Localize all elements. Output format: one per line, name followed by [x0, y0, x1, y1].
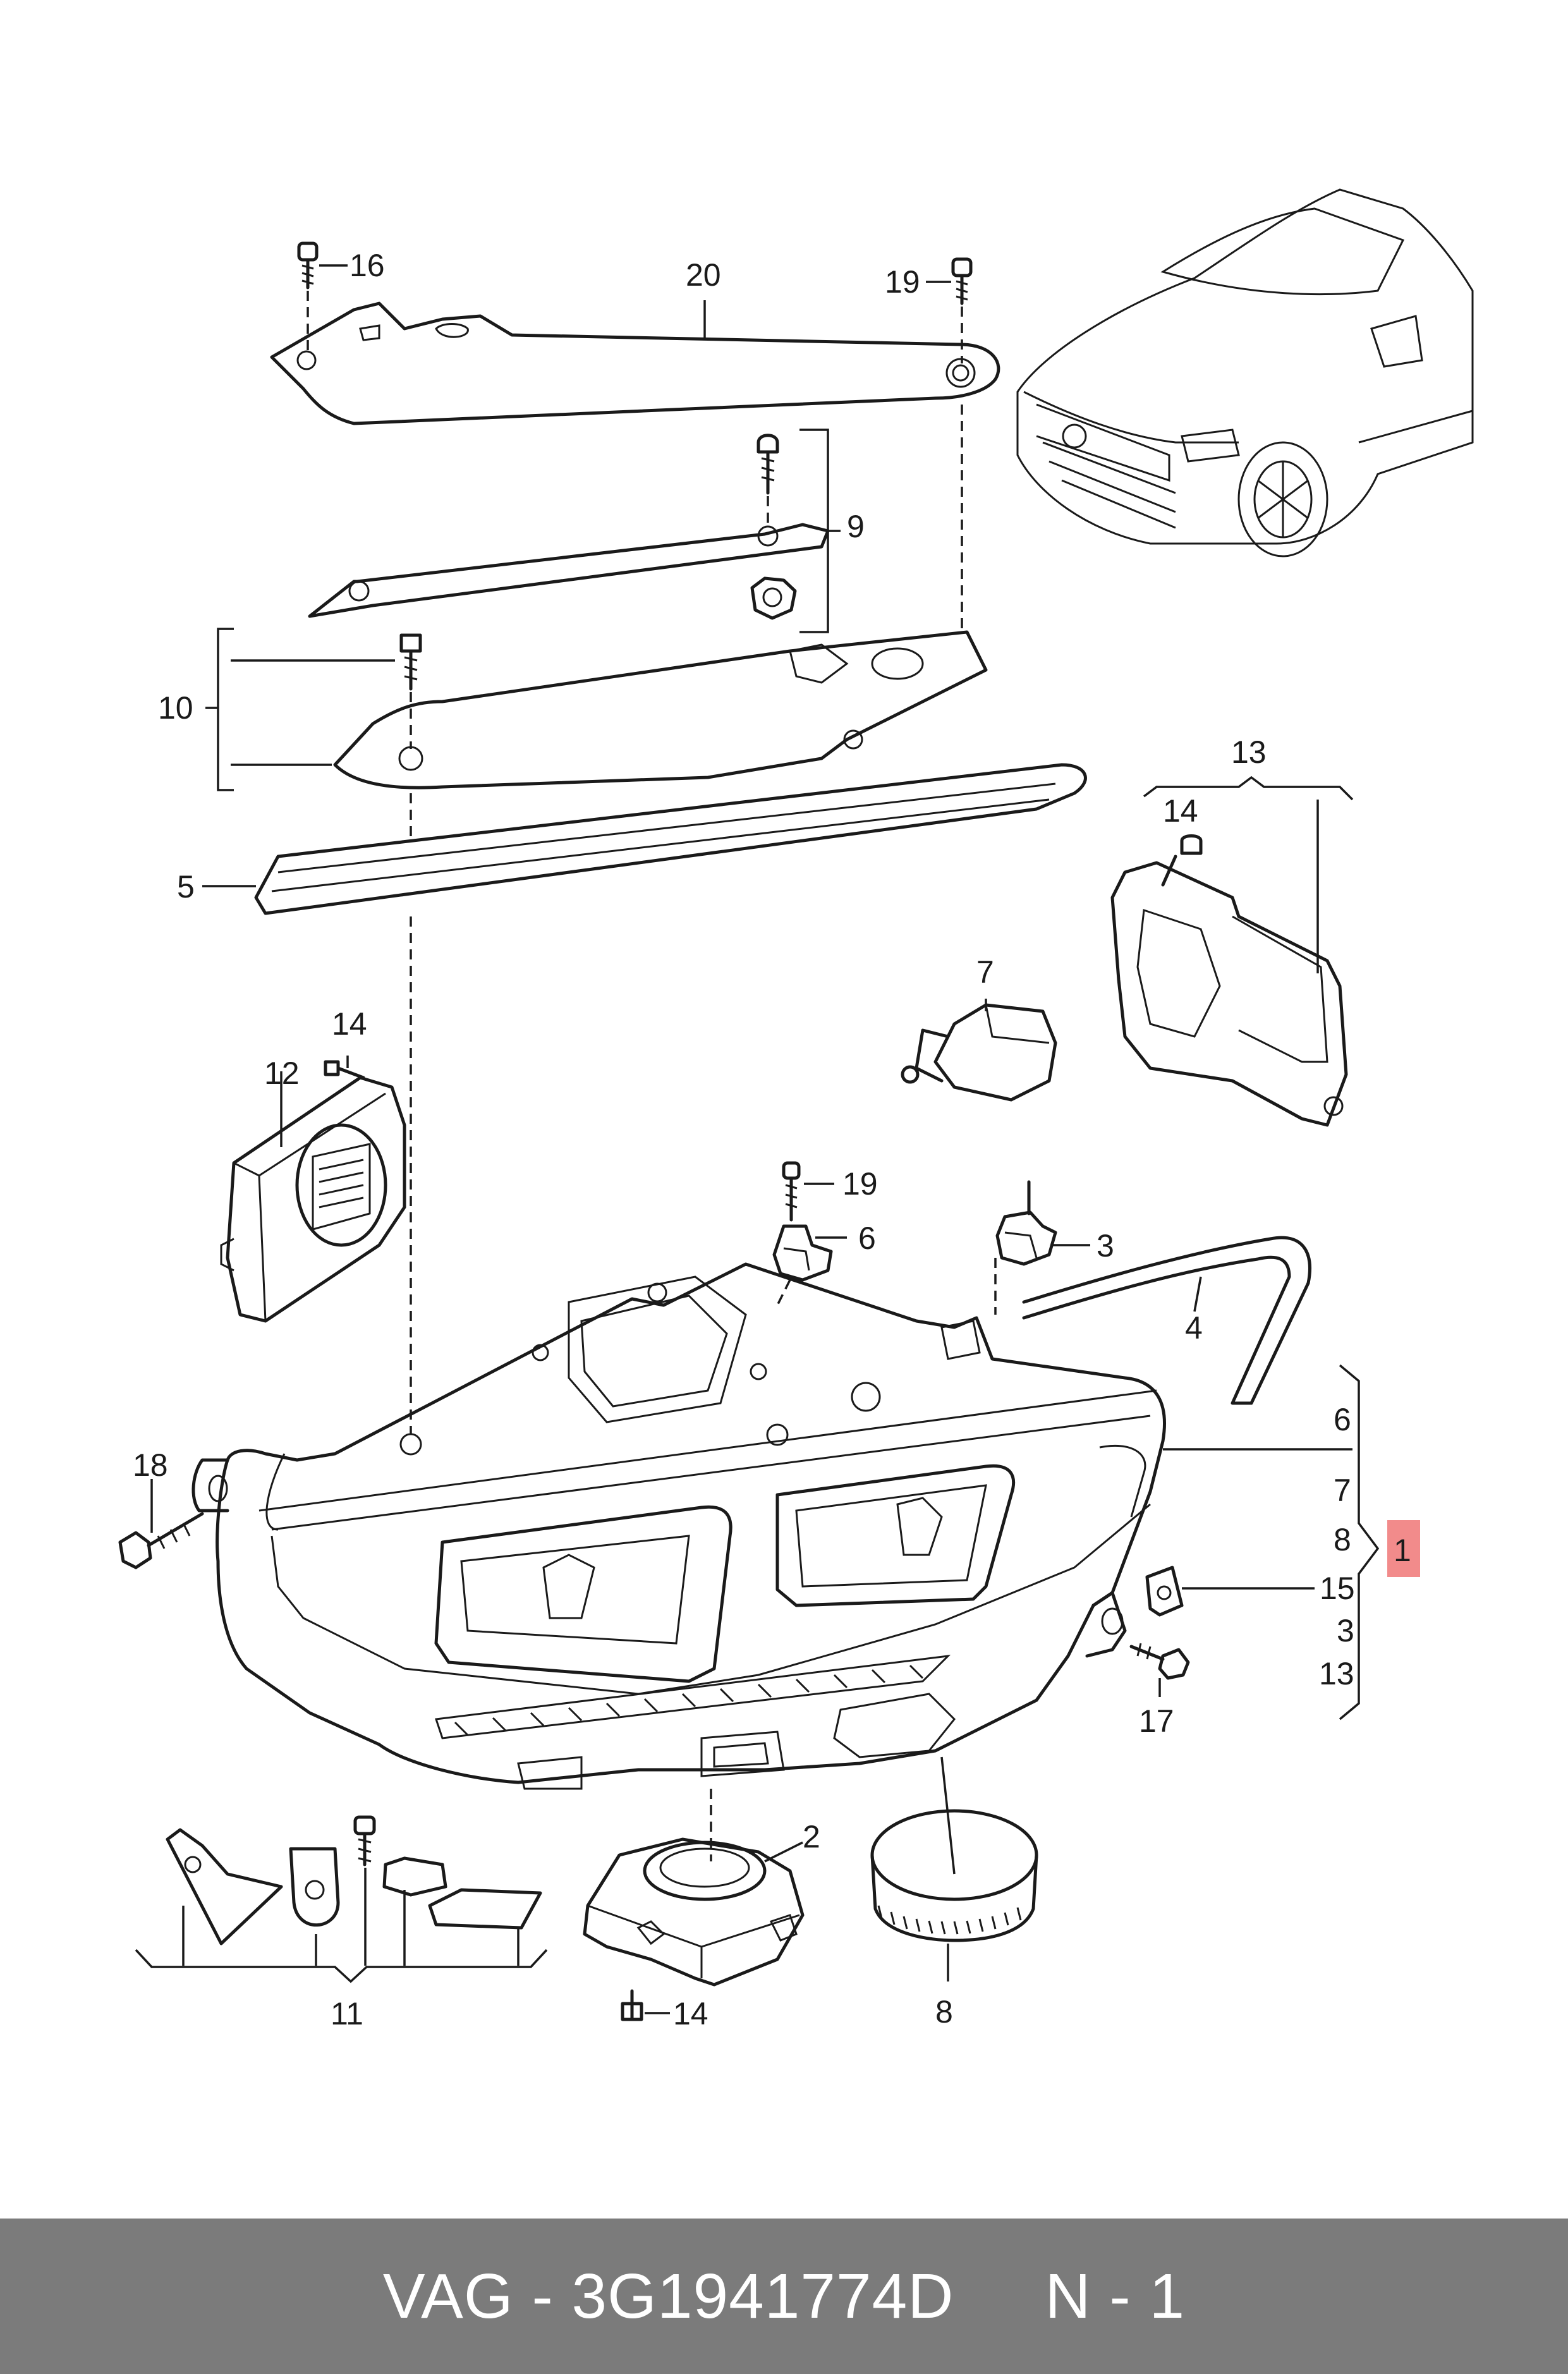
part-15-clip: [1145, 1566, 1315, 1617]
part-5-strip: [202, 763, 1087, 915]
part-20-bracket: [270, 301, 1000, 425]
assembly-item-3: 3: [1337, 1613, 1354, 1648]
callout-7: 7: [976, 954, 994, 990]
callout-19-lower: 19: [842, 1166, 878, 1202]
callout-17: 17: [1139, 1703, 1174, 1739]
callout-14-mid: 14: [332, 1006, 367, 1042]
assembly-item-13: 13: [1319, 1656, 1354, 1691]
bolt-19-upper: [926, 257, 973, 363]
part-1-headlamp: [191, 1262, 1352, 1790]
bolt-16: [297, 241, 348, 351]
assembly-item-7: 7: [1334, 1473, 1351, 1508]
part-7-motor: [901, 999, 1057, 1102]
callout-12: 12: [264, 1056, 300, 1091]
part-10-cover: [205, 628, 988, 791]
parts-diagram: 16 20 19 9 10 5 13 14 7 14 12 19 6 3 4 1…: [118, 188, 1474, 2031]
callout-9: 9: [847, 509, 865, 544]
callout-18: 18: [133, 1447, 168, 1483]
callout-3: 3: [1097, 1228, 1114, 1263]
callout-2: 2: [803, 1819, 820, 1854]
assembly-list-bracket: [1339, 1364, 1420, 1720]
footer-bar: VAG - 3G1941774D N - 1: [0, 2219, 1568, 2374]
callout-1: 1: [1394, 1533, 1411, 1568]
part-2-ballast: [583, 1789, 805, 2021]
callout-14-top: 14: [1163, 793, 1198, 829]
callout-20: 20: [686, 257, 721, 293]
callout-13-top: 13: [1231, 734, 1267, 770]
part-number-caption: VAG - 3G1941774D N - 1: [382, 2260, 1186, 2332]
part-6-adjuster: [772, 1161, 847, 1306]
part-17-bolt: [1129, 1643, 1190, 1697]
assembly-item-8: 8: [1334, 1522, 1351, 1557]
callout-11: 11: [331, 1996, 363, 2031]
part-9-trim-strip: [308, 429, 841, 633]
part-4-seal: [1022, 1236, 1311, 1405]
vehicle-silhouette: [1016, 188, 1474, 557]
part-18-bolt: [118, 1479, 204, 1569]
callout-15: 15: [1320, 1571, 1355, 1606]
callout-5: 5: [177, 869, 195, 904]
callout-16: 16: [349, 248, 385, 283]
assembly-item-6: 6: [1334, 1402, 1351, 1437]
part-3-adjuster: [994, 1180, 1090, 1315]
part-12-control-unit: [220, 1056, 406, 1323]
callout-6: 6: [858, 1220, 876, 1256]
part-1-highlight-box: [1387, 1520, 1420, 1577]
callout-19-upper: 19: [885, 264, 920, 300]
callout-8: 8: [935, 1994, 953, 2030]
part-13-housing-cover: [1110, 776, 1354, 1127]
part-11-kit: [135, 1815, 548, 1983]
callout-10: 10: [158, 690, 193, 726]
part-8-cap: [870, 1756, 1038, 1981]
callout-14-bottom: 14: [673, 1996, 708, 2031]
callout-4: 4: [1185, 1310, 1203, 1346]
